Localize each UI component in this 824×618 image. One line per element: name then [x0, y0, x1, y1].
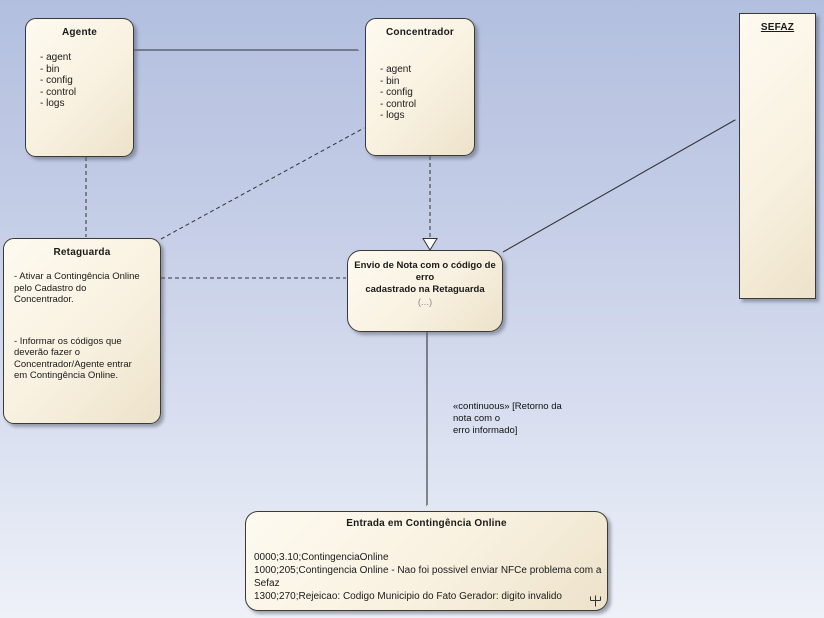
node-envio-title-line: cadastrado na Retaguarda: [365, 284, 485, 295]
text-line: «continuous» [Retorno da nota com o: [453, 401, 562, 424]
node-concentrador-title: Concentrador: [386, 27, 454, 38]
code-line: 0000;3.10;ContingenciaOnline: [254, 552, 389, 563]
attribute: - bin: [380, 75, 400, 87]
connector-retaguarda-concentrador[interactable]: [160, 127, 365, 240]
text-line: em Contingência Online.: [14, 370, 119, 381]
node-concentrador-attributes: - agent - bin - config - control - logs: [366, 64, 474, 122]
code-line: 1000;205;Contingencia Online - Nao foi p…: [254, 565, 602, 589]
attribute: - agent: [380, 64, 412, 75]
node-entrada-code-lines: 0000;3.10;ContingenciaOnline 1000;205;Co…: [246, 551, 607, 603]
attribute: - control: [40, 86, 77, 98]
text-line: pelo Cadastro do: [14, 282, 87, 294]
attribute: - control: [380, 98, 417, 110]
text-line: erro informado]: [453, 425, 518, 436]
node-envio-ellipsis: (...): [417, 297, 433, 308]
attribute: - agent: [40, 52, 72, 63]
node-sefaz[interactable]: SEFAZ: [739, 13, 816, 299]
text-line: - Informar os códigos que: [14, 335, 122, 347]
text-line: deverão fazer o: [14, 347, 81, 358]
node-agente-attributes: - agent - bin - config - control - logs: [26, 52, 133, 110]
node-agente-title: Agente: [61, 27, 98, 38]
attribute: - config: [40, 75, 73, 86]
text-line: - Ativar a Contingência Online: [14, 271, 140, 282]
node-entrada-contingencia[interactable]: Entrada em Contingência Online 0000;3.10…: [245, 511, 608, 611]
text-line: Concentrador.: [14, 294, 74, 305]
node-retaguarda-paragraph-1: - Ativar a Contingência Online pelo Cada…: [4, 271, 160, 306]
node-sefaz-title: SEFAZ: [760, 22, 795, 33]
attribute: - config: [380, 87, 413, 98]
node-retaguarda-title: Retaguarda: [53, 247, 111, 258]
attribute: - logs: [40, 98, 65, 109]
edge-label-continuous: «continuous» [Retorno da nota com o erro…: [453, 401, 581, 437]
connector-envio-sefaz[interactable]: [502, 120, 735, 253]
code-line: 1300;270;Rejeicao: Codigo Municipio do F…: [254, 591, 562, 602]
attribute: - bin: [40, 63, 60, 75]
node-concentrador[interactable]: Concentrador - agent - bin - config - co…: [365, 18, 475, 156]
node-envio-de-nota[interactable]: Envio de Nota com o código de erro cadas…: [347, 250, 503, 332]
hollow-triangle-arrowhead: [422, 238, 438, 251]
text-line: Concentrador/Agente entrar: [14, 358, 132, 370]
connector-concentrador-envio[interactable]: [422, 156, 438, 251]
attribute: - logs: [380, 110, 405, 121]
node-retaguarda-paragraph-2: - Informar os códigos que deverão fazer …: [4, 336, 160, 382]
node-envio-title-line: Envio de Nota com o código de erro: [354, 260, 496, 283]
node-retaguarda[interactable]: Retaguarda - Ativar a Contingência Onlin…: [3, 238, 161, 424]
composite-rake-icon: [590, 595, 601, 607]
node-agente[interactable]: Agente - agent - bin - config - control …: [25, 18, 134, 157]
node-entrada-title: Entrada em Contingência Online: [346, 518, 507, 529]
